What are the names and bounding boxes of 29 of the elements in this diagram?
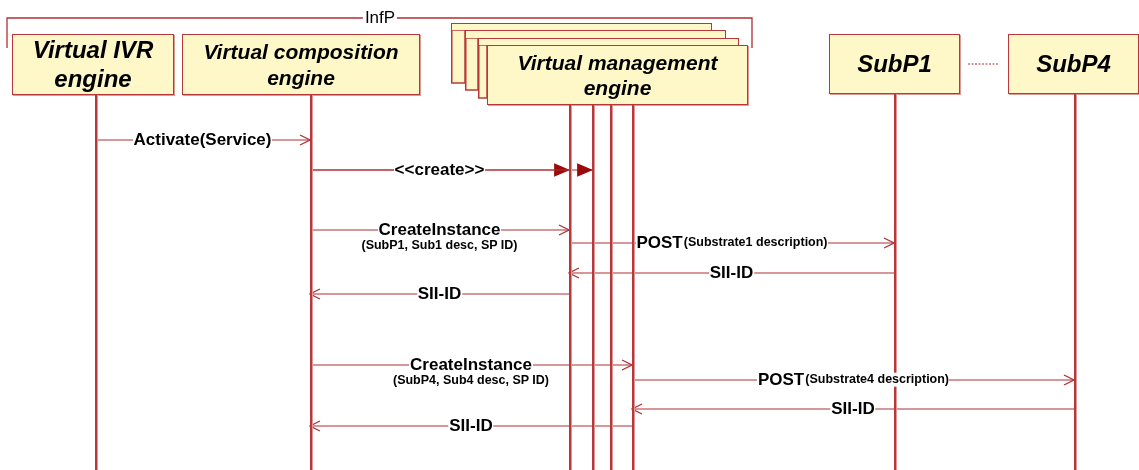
lifeline xyxy=(94,95,97,470)
stacked-box xyxy=(451,23,712,30)
participant-box xyxy=(182,34,420,95)
lifeline xyxy=(309,95,312,470)
message-arrow xyxy=(631,403,1075,415)
lifeline xyxy=(591,105,594,470)
participant-box xyxy=(829,34,960,94)
message-parameters: (Substrate1 description) xyxy=(683,236,828,250)
participant-name: SubP4 xyxy=(1036,49,1111,79)
participant-box xyxy=(487,45,748,105)
message-parameters: (SubP4, Sub4 desc, SP ID) xyxy=(392,374,550,388)
message-parameters: (SubP1, Sub1 desc, SP ID) xyxy=(361,239,518,253)
message-arrow xyxy=(568,267,895,279)
participant-name: Virtual composition engine xyxy=(202,39,400,90)
lifeline xyxy=(609,105,612,470)
lifeline xyxy=(631,105,634,470)
participant-name: Virtual IVR engine xyxy=(31,35,155,94)
participant-box xyxy=(12,34,174,95)
lifeline xyxy=(1073,94,1076,470)
participant-box xyxy=(1008,34,1139,94)
participant-name: Virtual management engine xyxy=(516,49,719,101)
message-label: Activate(Service) xyxy=(132,130,273,150)
stacked-box xyxy=(465,30,726,38)
lifeline xyxy=(568,105,571,470)
message-parameters: (Substrate4 description) xyxy=(805,373,950,387)
stacked-box xyxy=(478,38,739,45)
connector-line xyxy=(967,63,999,65)
message-arrow xyxy=(309,420,633,432)
participant-name: SubP1 xyxy=(857,49,932,79)
